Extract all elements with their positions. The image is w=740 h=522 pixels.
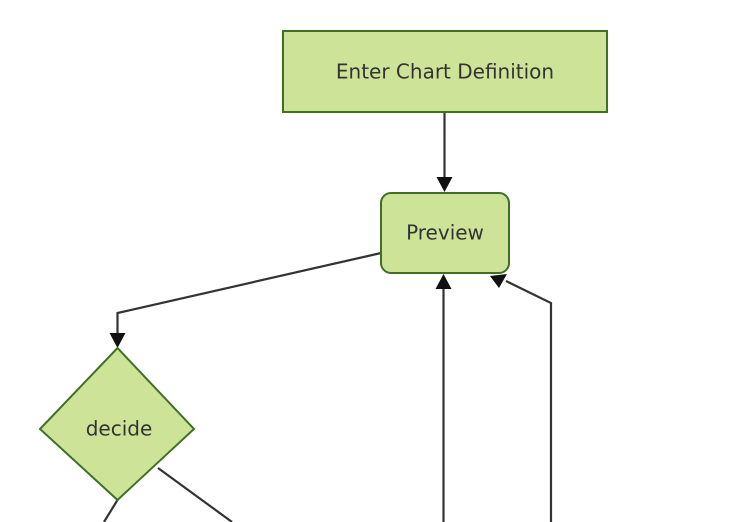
node-decide[interactable]: decide: [38, 346, 196, 502]
node-enter-chart-definition-shape[interactable]: [282, 30, 608, 113]
edge-preview-to-decide: [109, 251, 382, 348]
edge-bottom-center-to-preview: [435, 274, 452, 522]
edge-decide-down-right-line: [157, 467, 233, 522]
edge-bottom-right-to-preview: [490, 274, 553, 522]
node-decide-label: decide: [86, 417, 153, 441]
edge-bottom-right-to-preview-arrowhead: [490, 274, 507, 288]
node-preview-shape[interactable]: [380, 192, 510, 274]
node-enter-chart-definition[interactable]: Enter Chart Definition: [282, 30, 608, 113]
edge-decide-down-left-line: [103, 499, 119, 522]
edge-preview-to-decide-line: [116, 251, 382, 334]
node-preview[interactable]: Preview: [380, 192, 510, 274]
edge-enter-to-preview-arrowhead: [436, 177, 453, 192]
edge-decide-down-left: [103, 499, 119, 522]
edge-bottom-right-to-preview-line: [505, 280, 553, 522]
edge-preview-to-decide-arrowhead: [109, 333, 126, 348]
edge-bottom-center-to-preview-arrowhead: [435, 274, 452, 289]
node-decide-shape[interactable]: [38, 346, 196, 502]
node-enter-chart-definition-label: Enter Chart Definition: [336, 60, 554, 84]
edge-decide-down-right: [157, 467, 233, 522]
edge-enter-to-preview: [436, 112, 453, 192]
node-preview-label: Preview: [406, 221, 484, 245]
